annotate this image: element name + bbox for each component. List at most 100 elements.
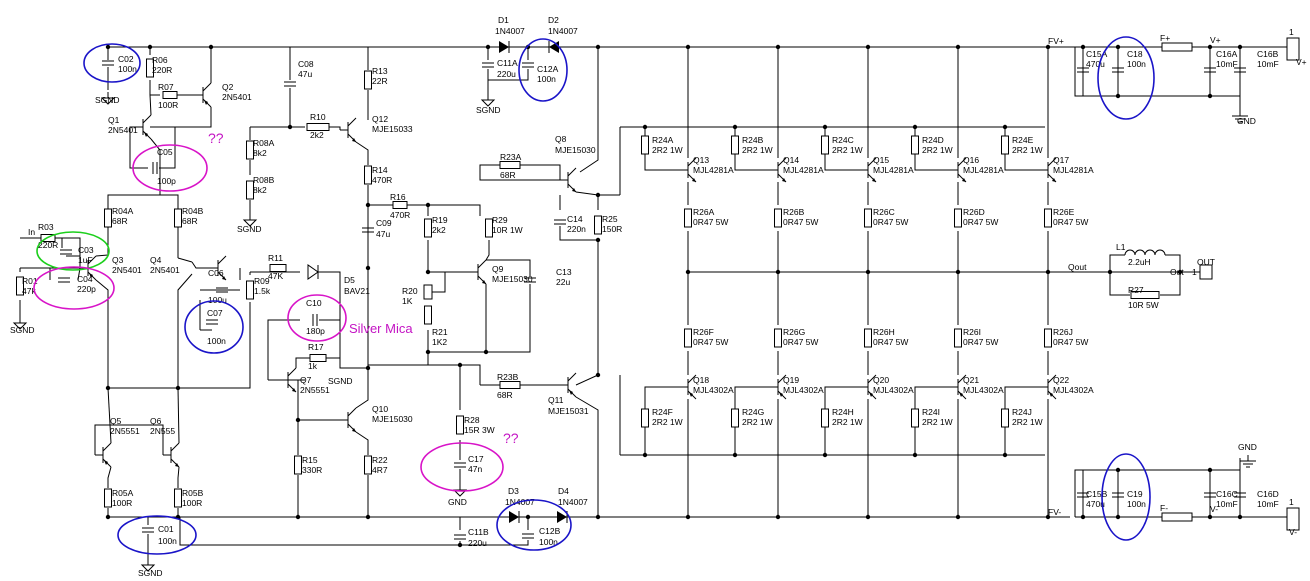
junction-dot — [485, 44, 491, 50]
ref-q4: Q4 — [150, 255, 162, 265]
label-fv-minus: FV- — [1048, 507, 1061, 517]
ref-q12: Q12 — [372, 114, 388, 124]
resistor-vertical — [146, 58, 154, 78]
ref-l1: L1 — [1116, 242, 1126, 252]
inductor-coil — [1124, 249, 1136, 256]
value-r24i: 2R2 1W — [922, 417, 953, 427]
ref-q14: Q14 — [783, 155, 799, 165]
resistor-vertical — [1001, 408, 1009, 428]
connector-vplus — [1286, 37, 1300, 61]
ref-r15: R15 — [302, 455, 318, 465]
transistor-arrow — [204, 100, 208, 105]
transistor-collector — [957, 157, 967, 167]
label-sgnd: SGND — [476, 105, 501, 115]
ref-c12b: C12B — [539, 526, 561, 536]
value-q14: MJL4281A — [783, 165, 824, 175]
wire — [150, 107, 212, 128]
ref-r04b: R04B — [182, 206, 204, 216]
label-sgnd: SGND — [10, 325, 35, 335]
value-q2: 2N5401 — [222, 92, 252, 102]
wire — [1074, 469, 1240, 517]
value-r26j: 0R47 5W — [1053, 337, 1088, 347]
ref-c08: C08 — [298, 59, 314, 69]
junction-dot — [147, 44, 153, 50]
junction-dot — [955, 44, 961, 50]
resistor-horizontal — [309, 354, 327, 362]
junction-dot — [1045, 44, 1051, 50]
value-r17: 1k — [308, 361, 318, 371]
value-r14: 470R — [372, 175, 392, 185]
resistor-vertical — [641, 408, 649, 428]
value-q1: 2N5401 — [108, 125, 138, 135]
resistor-horizontal — [269, 264, 287, 272]
schematic-components — [12, 37, 1300, 572]
resistor-vertical — [684, 208, 692, 228]
resistor-vertical — [774, 208, 782, 228]
ref-r24e: R24E — [1012, 135, 1034, 145]
resistor-vertical — [911, 408, 919, 428]
ref-r24i: R24I — [922, 407, 940, 417]
junction-dot — [865, 514, 871, 520]
ref-r26a: R26A — [693, 207, 715, 217]
resistor-vertical — [821, 135, 829, 155]
transistor-arrow — [292, 388, 296, 392]
label-vplus-left: V+ — [1210, 35, 1221, 45]
wire — [427, 240, 470, 273]
diode-triangle — [499, 41, 509, 53]
wire — [177, 466, 180, 488]
resistor-vertical — [246, 140, 254, 160]
ref-r11: R11 — [268, 253, 283, 263]
fuse — [1161, 512, 1193, 522]
highlight-c01 — [117, 515, 197, 555]
value-r08a: 8k2 — [253, 148, 267, 158]
ref-r28: R28 — [464, 415, 480, 425]
transistor-arrow — [692, 178, 696, 182]
label-gnd: GND — [1237, 116, 1256, 126]
label-out: OUT — [1197, 257, 1215, 267]
transistor-collector — [567, 167, 577, 177]
wire — [129, 126, 148, 169]
transistor-collector — [142, 114, 152, 124]
value-r22: 4R7 — [372, 465, 388, 475]
ref-q3: Q3 — [112, 255, 124, 265]
junction-dot — [822, 124, 828, 130]
transistor-arrow — [222, 276, 226, 280]
ref-c02: C02 — [118, 54, 134, 64]
resistor-vertical — [954, 328, 962, 348]
ref-r24a: R24A — [652, 135, 674, 145]
value-r24g: 2R2 1W — [742, 417, 773, 427]
value-r19: 2k2 — [432, 225, 446, 235]
value-c15a: 470u — [1086, 59, 1105, 69]
junction-dot — [1080, 514, 1086, 520]
value-c02: 100n — [118, 64, 137, 74]
junction-dot — [1045, 514, 1051, 520]
transistor-collector — [1047, 374, 1057, 384]
value-c03: 1uF — [78, 255, 93, 265]
resistor-vertical — [246, 280, 254, 300]
transistor-arrow — [352, 138, 356, 142]
value-c16c: 10mF — [1216, 499, 1238, 509]
wire — [179, 517, 461, 546]
ref-c05: C05 — [157, 147, 173, 157]
transistor-collector — [777, 157, 787, 167]
ref-r23b: R23B — [497, 372, 519, 382]
ground-symbol — [480, 99, 496, 107]
highlight-c04 — [33, 266, 115, 310]
junction-dots — [105, 44, 1243, 548]
resistor-vertical — [911, 135, 919, 155]
connector-out — [1199, 264, 1213, 280]
junction-dot — [1115, 44, 1121, 50]
value-r04b: 68R — [182, 216, 198, 226]
resistor-vertical — [364, 70, 372, 90]
wire — [914, 386, 950, 455]
ref-r24f: R24F — [652, 407, 673, 417]
junction-dot — [912, 124, 918, 130]
wire — [319, 319, 368, 369]
resistor-horizontal — [499, 161, 521, 169]
wire — [644, 386, 680, 455]
wire — [432, 272, 446, 293]
ref-r05b: R05B — [182, 488, 204, 498]
resistor-vertical — [104, 488, 112, 508]
ref-r05a: R05A — [112, 488, 134, 498]
transistor-collector — [777, 374, 787, 384]
